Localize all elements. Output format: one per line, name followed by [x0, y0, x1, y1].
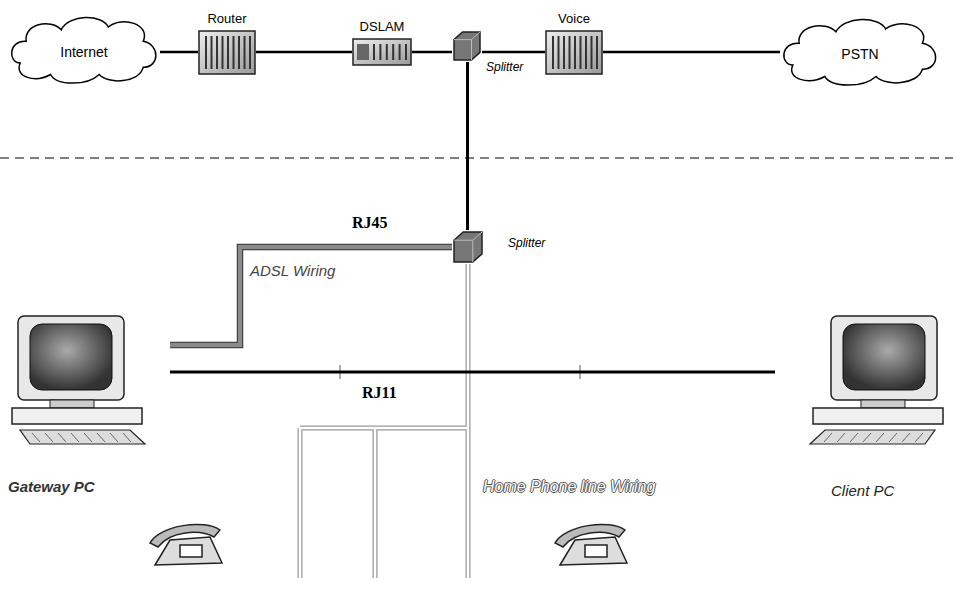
telephone — [150, 524, 222, 565]
connector-line — [256, 51, 352, 54]
node-label: Client PC — [831, 482, 894, 499]
boundary-line — [0, 157, 953, 159]
connector — [170, 372, 775, 373]
phone-wiring — [300, 264, 468, 578]
connector — [170, 247, 452, 345]
node-label: Gateway PC — [8, 478, 95, 495]
voice-switch-shape — [545, 30, 603, 75]
splitter-box-shape — [452, 230, 484, 264]
node-label: DSLAM — [360, 19, 405, 34]
connector — [603, 52, 780, 53]
internet-cloud: Internet — [8, 14, 160, 86]
node-label: PSTN — [841, 46, 878, 62]
connector — [467, 62, 468, 230]
connector — [160, 52, 198, 53]
gateway-pc-shape — [10, 312, 170, 445]
node-label: Internet — [60, 44, 107, 60]
voice-switch: Voice — [545, 30, 603, 75]
connector-line — [160, 51, 198, 54]
connector-line — [482, 51, 545, 54]
connector-outline — [170, 247, 452, 345]
node-label: Voice — [558, 11, 590, 26]
wiring-label: ADSL Wiring — [250, 262, 335, 279]
client-pc-shape — [775, 312, 945, 445]
telephone — [555, 524, 627, 565]
client-pc: Client PC — [775, 312, 945, 445]
connector — [412, 52, 452, 53]
pstn-cloud: PSTN — [780, 16, 940, 88]
splitter-box: Splitter — [452, 30, 482, 62]
router-device: Router — [198, 30, 256, 75]
connector-label: RJ11 — [362, 384, 397, 402]
connector-line — [466, 62, 469, 230]
splitter-box-shape — [452, 30, 482, 62]
connector-line — [170, 247, 452, 345]
connector-label: RJ45 — [352, 214, 388, 232]
wiring-label: Home Phone line Wiring — [483, 478, 655, 496]
connector-line — [170, 371, 775, 374]
node-label: Router — [207, 11, 246, 26]
connector — [256, 52, 352, 53]
dslam-device-shape — [352, 38, 412, 66]
router-device-shape — [198, 30, 256, 75]
gateway-pc: Gateway PC — [10, 312, 170, 445]
node-label: Splitter — [486, 60, 523, 74]
dslam-device: DSLAM — [352, 38, 412, 66]
node-label: Splitter — [508, 236, 545, 250]
connector-line — [412, 51, 452, 54]
connector-line — [603, 51, 780, 54]
connector — [482, 52, 545, 53]
splitter-box: Splitter — [452, 230, 484, 264]
